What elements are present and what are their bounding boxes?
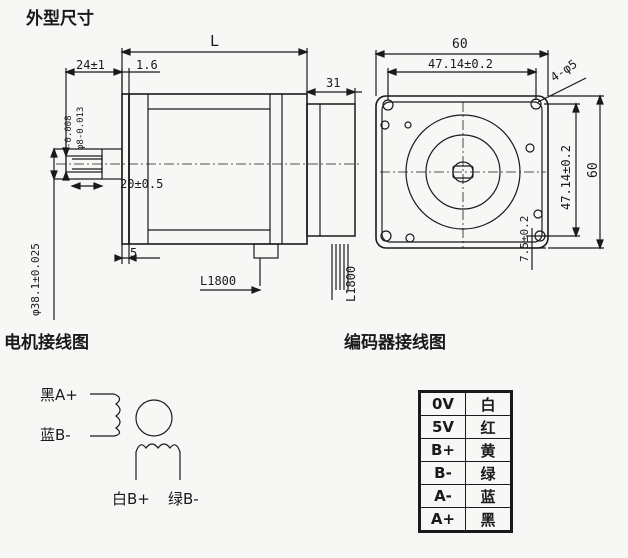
signal-cell: A+ — [420, 507, 466, 531]
signal-cell: 5V — [420, 415, 466, 439]
dim-4-phi5: 4-φ5 — [548, 57, 580, 85]
dim-shaft-dia: φ8-0.013 — [76, 107, 86, 150]
color-cell: 绿 — [465, 461, 511, 485]
signal-cell: B+ — [420, 438, 466, 462]
dim-31: 31 — [326, 76, 340, 90]
label-b-plus: 白B+ — [112, 490, 150, 508]
dim-L: L — [210, 32, 219, 50]
motor-wiring-title: 电机接线图 — [4, 333, 89, 353]
color-cell: 黑 — [465, 507, 511, 531]
encoder-wiring-title: 编码器接线图 — [344, 333, 446, 353]
signal-cell: 0V — [420, 392, 466, 416]
dim-60-top: 60 — [452, 37, 468, 52]
color-cell: 黄 — [465, 438, 511, 462]
motor-wiring-diagram — [90, 393, 181, 480]
signal-cell: A- — [420, 484, 466, 508]
dim-L1800-h: L1800 — [200, 274, 236, 288]
label-b-minus: 蓝B- — [40, 426, 71, 444]
table-row: A+黑 — [420, 507, 511, 531]
outline-title: 外型尺寸 — [26, 9, 94, 29]
table-row: A-蓝 — [420, 484, 511, 508]
dim-7-5: 7.5±0.2 — [518, 216, 531, 262]
color-cell: 白 — [465, 392, 511, 416]
dim-1-6: 1.6 — [136, 58, 158, 72]
dim-5: 5 — [130, 246, 137, 260]
color-cell: 红 — [465, 415, 511, 439]
dim-47-14-top: 47.14±0.2 — [428, 57, 493, 71]
table-row: B+黄 — [420, 438, 511, 462]
dim-47-14-right: 47.14±0.2 — [559, 145, 573, 210]
side-view — [50, 48, 362, 320]
dim-tol-1: -0.008 — [64, 115, 74, 148]
rotor-symbol — [135, 399, 173, 437]
label-a-plus: 黑A+ — [40, 386, 78, 404]
label-b-minus-green: 绿B- — [168, 490, 199, 508]
dim-L1800-v: L1800 — [344, 266, 358, 302]
dim-38-1: φ38.1±0.025 — [29, 243, 42, 316]
dim-24: 24±1 — [76, 58, 105, 72]
signal-cell: B- — [420, 461, 466, 485]
dim-60-right: 60 — [586, 162, 601, 178]
dim-20: 20±0.5 — [120, 177, 163, 191]
front-view — [374, 50, 604, 270]
color-cell: 蓝 — [465, 484, 511, 508]
hole-bl — [380, 230, 392, 242]
table-row: B-绿 — [420, 461, 511, 485]
